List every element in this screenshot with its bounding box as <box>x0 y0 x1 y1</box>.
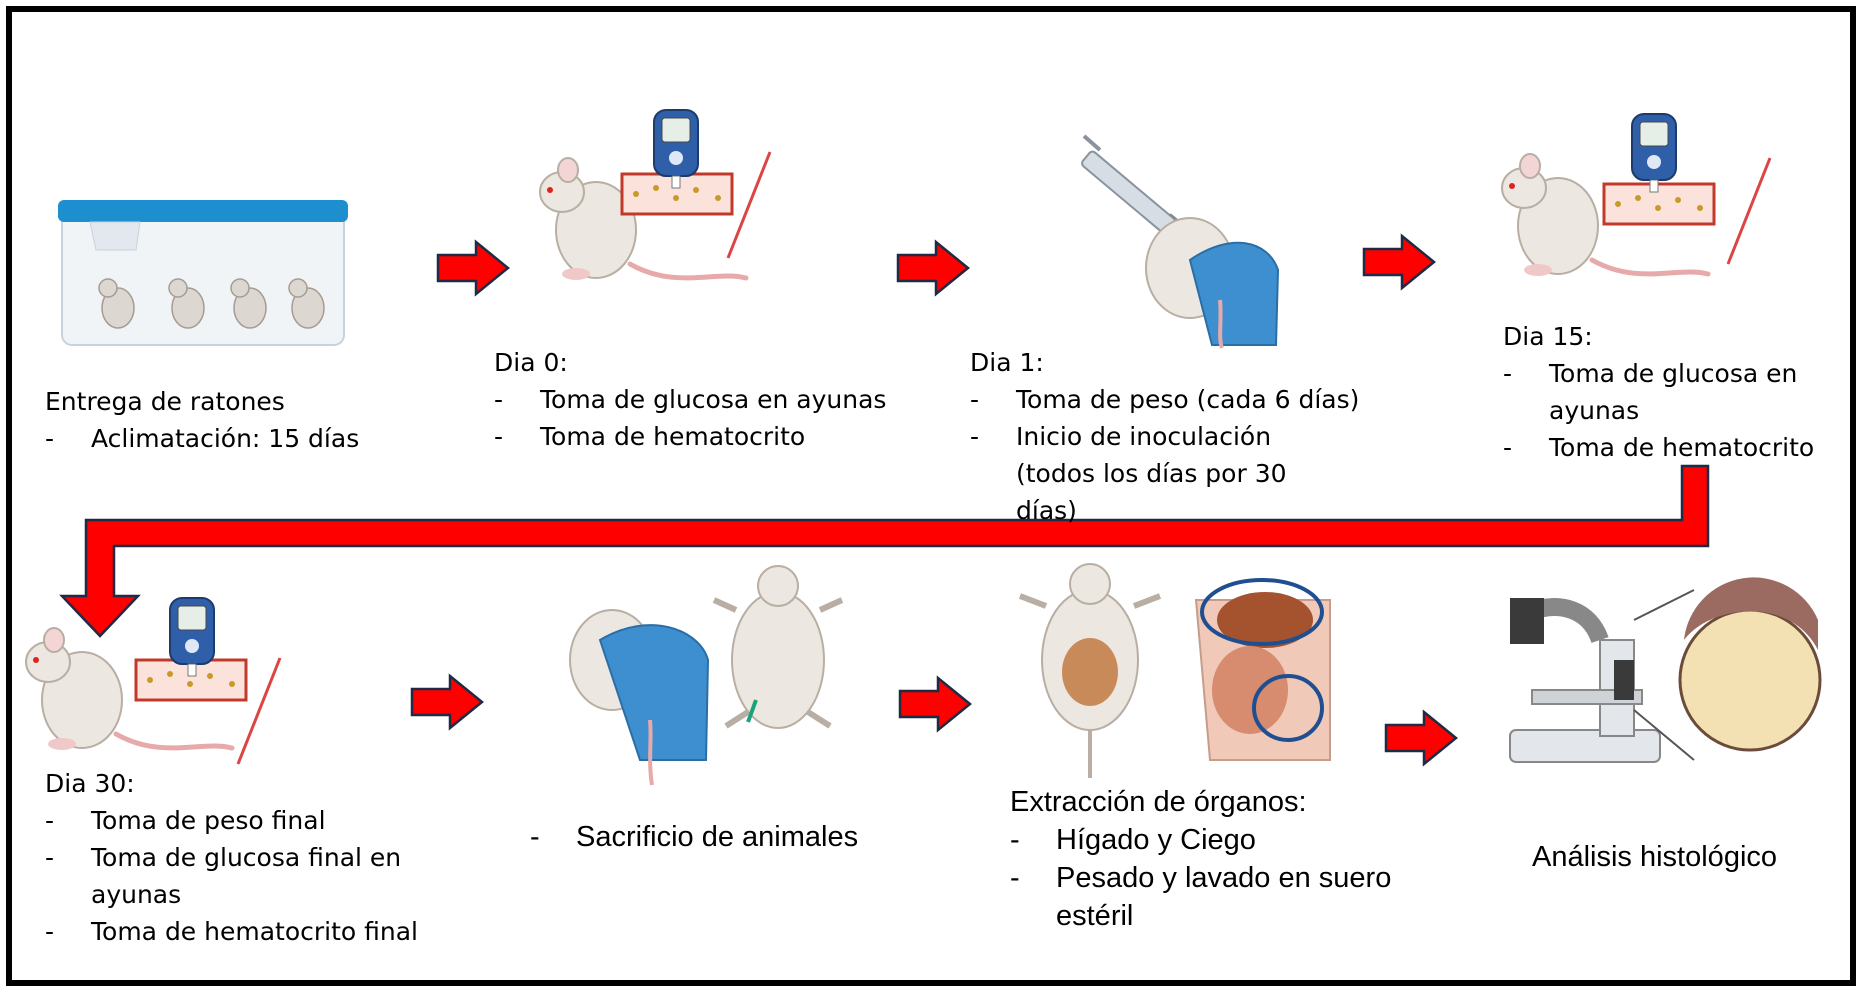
step-item: -Toma de glucosa final en ayunas <box>45 839 405 913</box>
step-item: -Toma de hematocrito <box>494 418 886 455</box>
step-sacrifice: -Sacrificio de animales <box>530 818 858 856</box>
flow-arrow-4 <box>412 676 482 728</box>
step-item: -Toma de glucosa en ayunas <box>1503 355 1813 429</box>
step-title: Dia 15: <box>1503 318 1814 355</box>
step-item: -Aclimatación: 15 días <box>45 420 359 457</box>
organs-illustration <box>1020 564 1330 778</box>
flow-arrow-6 <box>1386 712 1456 764</box>
glucometer-icon <box>1632 114 1676 192</box>
step-reception: Entrega de ratones -Aclimatación: 15 día… <box>45 383 359 457</box>
step-item: -Toma de glucosa en ayunas <box>494 381 886 418</box>
inoculation-illustration <box>1080 136 1278 348</box>
glucose-test-illustration-day30 <box>26 598 280 764</box>
step-title: Extracción de órganos: <box>1010 783 1410 821</box>
step-day15: Dia 15: -Toma de glucosa en ayunas -Toma… <box>1503 318 1814 466</box>
flow-arrow-3 <box>1364 236 1434 288</box>
step-item: -Inicio de inoculación (todos los días p… <box>970 418 1330 529</box>
microscope-icon <box>1510 577 1820 762</box>
step-day30: Dia 30: -Toma de peso final -Toma de glu… <box>45 765 418 950</box>
step-title: Análisis histológico <box>1532 838 1777 876</box>
glucose-test-illustration-day15 <box>1502 114 1770 276</box>
step-item: -Sacrificio de animales <box>530 818 858 856</box>
connector-arrow <box>62 466 1708 636</box>
mouse-cage-icon <box>58 200 348 345</box>
step-item: -Toma de peso (cada 6 días) <box>970 381 1359 418</box>
step-item: -Toma de hematocrito final <box>45 913 418 950</box>
step-day1: Dia 1: -Toma de peso (cada 6 días) -Inic… <box>970 344 1359 529</box>
step-title: Dia 0: <box>494 344 886 381</box>
flow-arrow-2 <box>898 242 968 294</box>
step-item: -Pesado y lavado en suero estéril <box>1010 859 1410 935</box>
step-day0: Dia 0: -Toma de glucosa en ayunas -Toma … <box>494 344 886 455</box>
step-item: -Toma de peso final <box>45 802 418 839</box>
step-item: -Hígado y Ciego <box>1010 821 1410 859</box>
flow-arrow-5 <box>900 678 970 730</box>
flow-arrow-1 <box>438 242 508 294</box>
step-title: Dia 30: <box>45 765 418 802</box>
step-title: Entrega de ratones <box>45 383 359 420</box>
step-item: -Toma de hematocrito <box>1503 429 1814 466</box>
step-title: Dia 1: <box>970 344 1359 381</box>
sacrifice-illustration <box>570 566 842 785</box>
step-histology: Análisis histológico <box>1532 838 1777 876</box>
glucose-test-illustration <box>540 110 770 280</box>
step-organs: Extracción de órganos: -Hígado y Ciego -… <box>1010 783 1410 935</box>
